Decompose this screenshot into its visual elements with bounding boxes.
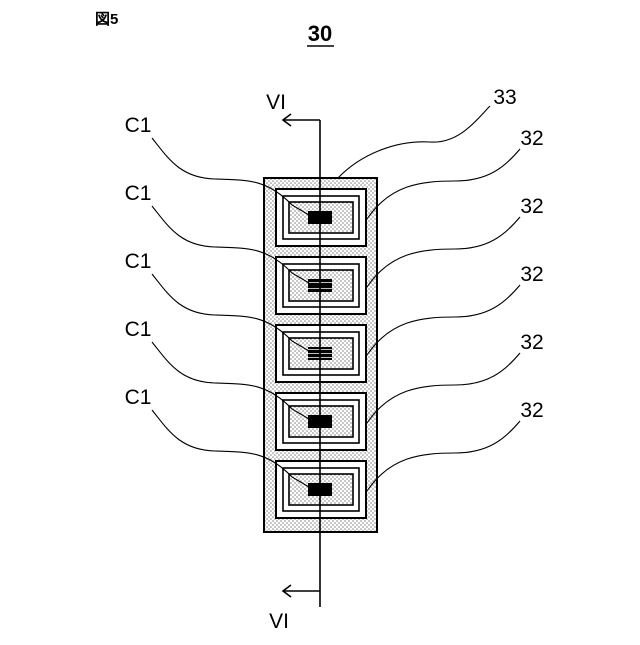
- ref-label-c1: C1: [125, 318, 152, 341]
- leader-32: [367, 353, 520, 423]
- leader-32: [367, 149, 520, 219]
- ref-label-c1: C1: [125, 182, 152, 205]
- figure-number: 30: [308, 21, 332, 46]
- ref-label-32: 32: [520, 399, 543, 422]
- ref-label-33: 33: [493, 86, 516, 109]
- ref-label-c1: C1: [125, 386, 152, 409]
- ref-label-32: 32: [520, 331, 543, 354]
- module-3: [276, 325, 366, 382]
- leader-32: [367, 421, 520, 491]
- leader-32: [367, 217, 520, 287]
- module-4: [276, 393, 366, 450]
- figure-label: 図5: [95, 11, 118, 28]
- section-label-top: VI: [266, 91, 286, 114]
- ref-label-32: 32: [520, 263, 543, 286]
- ref-label-c1: C1: [125, 250, 152, 273]
- ref-label-32: 32: [520, 195, 543, 218]
- ref-label-c1: C1: [125, 114, 152, 137]
- leader-33: [338, 106, 490, 178]
- section-label-bottom: VI: [269, 610, 289, 633]
- module-2: [276, 257, 366, 314]
- module-stack: [276, 189, 366, 518]
- section-arrow-top: [283, 114, 320, 126]
- module-1: [276, 189, 366, 246]
- ref-label-32: 32: [520, 127, 543, 150]
- section-arrow-bottom: [283, 585, 320, 597]
- leader-32: [367, 285, 520, 355]
- module-5: [276, 461, 366, 518]
